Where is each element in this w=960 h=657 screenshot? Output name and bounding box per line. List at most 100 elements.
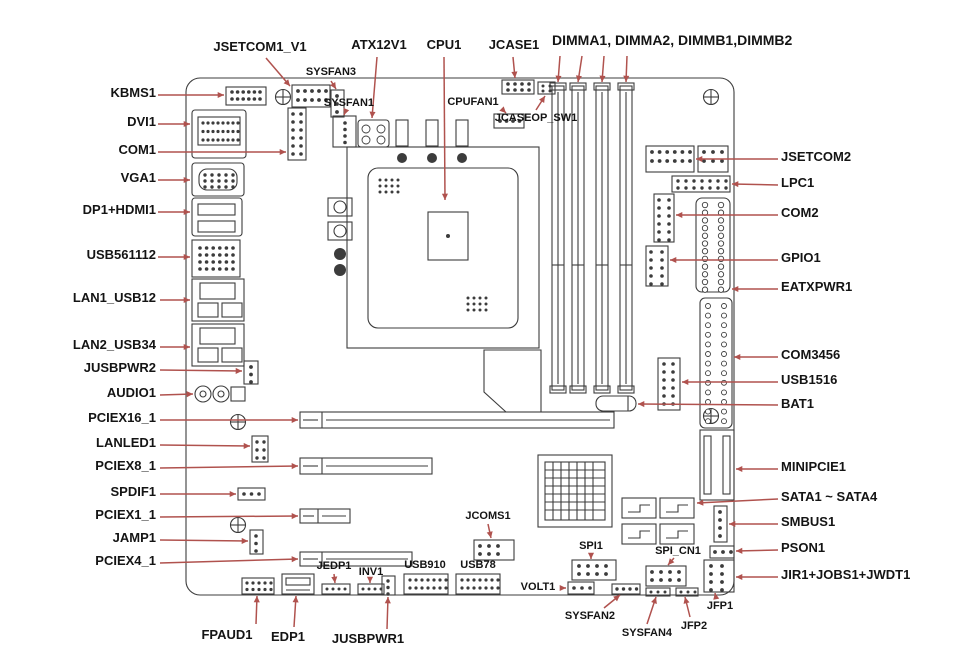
label-sysfan3: SYSFAN3 bbox=[305, 66, 357, 78]
label-jsetcom1-v1: JSETCOM1_V1 bbox=[213, 39, 307, 54]
jusbpwr2-header bbox=[243, 360, 259, 385]
inv1-header bbox=[357, 583, 385, 595]
pciex8-arrow bbox=[159, 465, 299, 469]
jamp1-arrow bbox=[159, 539, 249, 542]
label-lanled1: LANLED1 bbox=[96, 435, 156, 450]
sata-ports bbox=[621, 497, 695, 545]
sata-arrow bbox=[696, 498, 779, 504]
pciex4-slot bbox=[299, 551, 413, 567]
label-bat1: BAT1 bbox=[781, 396, 814, 411]
smbus1-header bbox=[713, 505, 728, 543]
dimm-slots bbox=[549, 82, 635, 394]
eatxpwr1-connector bbox=[695, 197, 731, 293]
com2-header bbox=[653, 193, 675, 243]
jcaseop-sw1-header bbox=[537, 81, 556, 95]
sysfan4-header bbox=[645, 587, 671, 597]
capacitors bbox=[395, 119, 469, 163]
cpu-socket bbox=[346, 146, 540, 349]
jamp1-header bbox=[249, 529, 264, 555]
cpu1-arrow bbox=[443, 56, 446, 201]
screw-hole bbox=[229, 88, 720, 534]
spi-cn1-header bbox=[645, 565, 687, 587]
fpaud1-header bbox=[241, 577, 275, 595]
gpio1-header bbox=[645, 245, 669, 287]
usb78-header bbox=[455, 573, 501, 595]
cpu-side-jacks bbox=[327, 197, 353, 276]
lanled1-header bbox=[251, 435, 269, 463]
kbms1-connector bbox=[225, 86, 267, 106]
label-pciex8-1: PCIEX8_1 bbox=[95, 458, 156, 473]
label-sysfan2: SYSFAN2 bbox=[564, 610, 616, 622]
label-jfp1: JFP1 bbox=[706, 600, 734, 612]
label-jsetcom2: JSETCOM2 bbox=[781, 149, 852, 164]
label-com3456: COM3456 bbox=[781, 347, 841, 362]
label-jusbpwr1: JUSBPWR1 bbox=[331, 631, 405, 646]
jusbpwr2-arrow bbox=[159, 369, 243, 372]
vga1-port bbox=[191, 162, 245, 197]
spdif1-header bbox=[237, 487, 266, 501]
spi1-header bbox=[571, 559, 617, 581]
label-fpaud1: FPAUD1 bbox=[201, 627, 253, 642]
audio1-jacks bbox=[194, 385, 246, 403]
jcoms1-header bbox=[473, 539, 515, 561]
board-outline bbox=[185, 77, 735, 596]
label-audio1: AUDIO1 bbox=[106, 385, 156, 400]
pson1-header bbox=[709, 545, 735, 559]
jfp2-header bbox=[675, 587, 699, 597]
label-smbus1: SMBUS1 bbox=[781, 514, 836, 529]
label-dimm-group: DIMMA1, DIMMA2, DIMMB1,DIMMB2 bbox=[552, 32, 793, 48]
pciex8-slot bbox=[299, 457, 433, 475]
jedp1-connector bbox=[321, 583, 351, 595]
jfp1-jir1-header bbox=[703, 559, 735, 593]
pciex1-arrow bbox=[159, 515, 299, 518]
label-jamp1: JAMP1 bbox=[112, 530, 156, 545]
label-cpu1: CPU1 bbox=[426, 37, 462, 52]
atx12v1-arrow bbox=[371, 56, 378, 119]
bat1-battery bbox=[595, 395, 637, 412]
label-jir1-jobs1-jwdt1: JIR1+JOBS1+JWDT1 bbox=[781, 567, 911, 582]
sysfan3-header bbox=[330, 89, 345, 118]
lpc1-arrow bbox=[731, 183, 779, 186]
label-edp1: EDP1 bbox=[271, 629, 305, 644]
label-spdif1: SPDIF1 bbox=[110, 484, 156, 499]
com1-header bbox=[287, 107, 307, 161]
label-eatxpwr1: EATXPWR1 bbox=[781, 279, 853, 294]
label-jedp1: JEDP1 bbox=[316, 560, 352, 572]
jsetcom2-header bbox=[645, 145, 729, 173]
label-dvi1: DVI1 bbox=[127, 114, 156, 129]
jcase1-header bbox=[501, 79, 535, 95]
sysfan1-header bbox=[332, 115, 357, 148]
label-usb1516: USB1516 bbox=[781, 372, 838, 387]
label-lan1-usb12: LAN1_USB12 bbox=[72, 290, 156, 305]
label-jcoms1: JCOMS1 bbox=[465, 510, 511, 522]
sysfan2-header bbox=[611, 583, 641, 595]
chipset bbox=[537, 454, 613, 528]
label-com1: COM1 bbox=[118, 142, 156, 157]
label-jcaseop-sw1: JCASEOP_SW1 bbox=[494, 112, 578, 124]
label-cpufan1: CPUFAN1 bbox=[447, 96, 499, 108]
label-vga1: VGA1 bbox=[120, 170, 156, 185]
label-sysfan1: SYSFAN1 bbox=[323, 97, 375, 109]
label-inv1: INV1 bbox=[358, 566, 384, 578]
pciex4-arrow bbox=[159, 558, 299, 564]
below-cpu-plate bbox=[483, 349, 542, 413]
usb-stack-port bbox=[191, 239, 241, 278]
label-sysfan4: SYSFAN4 bbox=[621, 627, 673, 639]
atx12v1-connector bbox=[357, 119, 390, 148]
pson1-arrow bbox=[735, 549, 779, 552]
usb910-header bbox=[403, 573, 449, 595]
pciex16-slot bbox=[299, 411, 615, 429]
bat1-arrow bbox=[637, 403, 779, 406]
label-pciex1-1: PCIEX1_1 bbox=[95, 507, 156, 522]
label-gpio1: GPIO1 bbox=[781, 250, 821, 265]
label-jusbpwr2: JUSBPWR2 bbox=[83, 360, 156, 375]
callout-arrows bbox=[158, 55, 779, 630]
label-usb561112: USB561112 bbox=[86, 247, 156, 262]
label-atx12v1: ATX12V1 bbox=[351, 37, 407, 52]
edp1-connector bbox=[281, 573, 315, 595]
lpc1-header bbox=[671, 175, 731, 193]
label-com2: COM2 bbox=[781, 205, 819, 220]
dp-hdmi1-port bbox=[191, 197, 243, 237]
